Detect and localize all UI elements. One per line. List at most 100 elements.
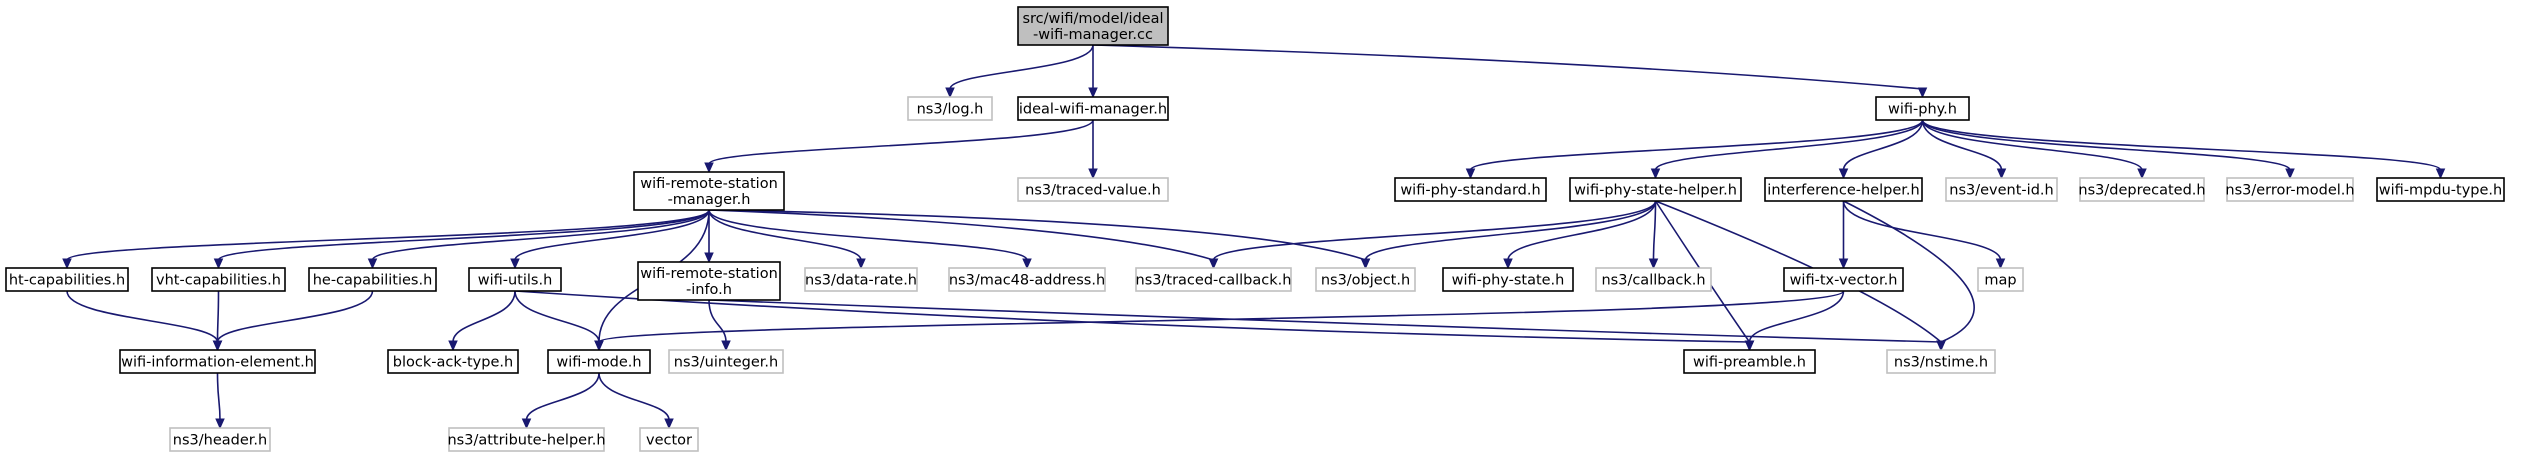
edge-phy-state-helper-to-object [1364, 200, 1657, 261]
node-label: -wifi-manager.cc [1033, 27, 1153, 43]
node-label: ns3/header.h [173, 433, 267, 449]
node-vht-cap[interactable]: vht-capabilities.h [151, 267, 286, 292]
node-box [1875, 96, 1970, 121]
node-data-rate: ns3/data-rate.h [804, 267, 918, 292]
edge-wrsm-to-wifi-utils [514, 209, 710, 261]
edge-arrowhead [1996, 168, 2007, 180]
edge-vht-cap-to-info-element [216, 290, 220, 343]
node-box [633, 171, 785, 211]
node-label: wifi-utils.h [478, 273, 553, 289]
edge-arrowhead [510, 258, 520, 270]
node-box [1683, 349, 1816, 374]
node-box [2226, 177, 2354, 202]
node-box [1945, 177, 2058, 202]
edge-tx-vector-to-wifi-mode [598, 290, 1845, 343]
node-object: ns3/object.h [1315, 267, 1416, 292]
edge-arrowhead [594, 340, 604, 352]
edge-arrowhead [1648, 258, 1659, 270]
node-label: wifi-phy-standard.h [1400, 183, 1540, 199]
edge-arrowhead [448, 340, 458, 352]
node-box [468, 267, 562, 292]
node-label: wifi-phy.h [1888, 102, 1957, 118]
node-box [2376, 177, 2505, 202]
edge-wrsm-to-vht-cap [217, 209, 710, 261]
node-label: wifi-preamble.h [1693, 355, 1806, 371]
node-wrsm[interactable]: wifi-remote-station-manager.h [633, 171, 785, 211]
node-label: ideal-wifi-manager.h [1019, 102, 1167, 118]
edge-arrowhead [704, 252, 714, 264]
node-deprecated: ns3/deprecated.h [2078, 177, 2206, 202]
node-box [639, 427, 699, 452]
edge-arrowhead [1936, 340, 1946, 352]
node-wifi-phy[interactable]: wifi-phy.h [1875, 96, 1970, 121]
edge-arrowhead [1503, 258, 1513, 270]
edge-root-to-wifi-phy [1092, 44, 1923, 90]
node-box [387, 349, 519, 374]
edge-wrsm-to-ht-cap [66, 209, 710, 261]
node-label: ns3/attribute-helper.h [447, 433, 605, 449]
node-event-id: ns3/event-id.h [1945, 177, 2058, 202]
node-he-cap[interactable]: he-capabilities.h [308, 267, 437, 292]
edge-wifi-mode-to-vector [598, 372, 670, 421]
node-label: ns3/log.h [917, 102, 984, 118]
edge-interference-to-map [1842, 200, 2002, 261]
node-mpdu-type[interactable]: wifi-mpdu-type.h [2376, 177, 2505, 202]
edge-info-element-to-header [216, 372, 221, 421]
node-box [1569, 177, 1742, 202]
node-box [1315, 267, 1416, 292]
edge-arrowhead [213, 258, 224, 270]
edge-phy-state-helper-to-traced-cb [1212, 200, 1657, 261]
node-label: wifi-remote-station [640, 266, 778, 282]
node-header: ns3/header.h [169, 427, 271, 452]
edge-wrsm-to-he-cap [371, 209, 710, 261]
node-phy-standard[interactable]: wifi-phy-standard.h [1394, 177, 1547, 202]
edge-arrowhead [1022, 258, 1032, 270]
node-tx-vector[interactable]: wifi-tx-vector.h [1783, 267, 1904, 292]
edge-wifi-phy-to-error-model [1921, 119, 2291, 171]
edge-arrowhead [1208, 258, 1219, 270]
edge-wifi-phy-to-interference [1842, 119, 1924, 171]
node-wifi-mode[interactable]: wifi-mode.h [547, 349, 651, 374]
node-root[interactable]: src/wifi/model/ideal-wifi-manager.cc [1017, 6, 1169, 46]
node-box [1595, 267, 1712, 292]
edge-wrsm-to-data-rate [708, 209, 862, 261]
edge-wifi-mode-to-attr-helper [525, 372, 600, 421]
node-label: wifi-phy-state-helper.h [1574, 183, 1737, 199]
edge-arrowhead [367, 258, 378, 270]
node-wrs-info[interactable]: wifi-remote-station-info.h [637, 261, 781, 301]
edge-ht-cap-to-info-element [66, 290, 219, 343]
edge-arrowhead [1650, 168, 1661, 180]
edge-wifi-phy-to-phy-standard [1469, 119, 1924, 171]
node-label: map [1984, 273, 2016, 289]
node-label: wifi-remote-station [640, 176, 778, 192]
edge-arrowhead [1917, 87, 1928, 99]
edge-arrowhead [2435, 168, 2446, 180]
node-label: ns3/nstime.h [1894, 355, 1988, 371]
node-label: vector [646, 433, 692, 449]
node-phy-state[interactable]: wifi-phy-state.h [1442, 267, 1574, 292]
node-preamble[interactable]: wifi-preamble.h [1683, 349, 1816, 374]
edge-wifi-phy-to-mpdu-type [1921, 119, 2442, 171]
node-box [2079, 177, 2205, 202]
node-label: -manager.h [668, 192, 751, 208]
edge-he-cap-to-info-element [216, 290, 374, 343]
node-wifi-utils[interactable]: wifi-utils.h [468, 267, 562, 292]
node-box [1442, 267, 1574, 292]
edge-wifi-phy-to-deprecated [1921, 119, 2143, 171]
node-label: ns3/mac48-address.h [949, 273, 1105, 289]
node-label: ns3/event-id.h [1949, 183, 2053, 199]
edge-wifi-phy-to-event-id [1921, 119, 2003, 171]
node-interference[interactable]: interference-helper.h [1764, 177, 1923, 202]
node-block-ack[interactable]: block-ack-type.h [387, 349, 519, 374]
node-box [1017, 6, 1169, 46]
edge-arrowhead [2285, 168, 2295, 180]
node-label: ns3/callback.h [1601, 273, 1705, 289]
node-error-model: ns3/error-model.h [2225, 177, 2355, 202]
node-ht-cap[interactable]: ht-capabilities.h [5, 267, 129, 292]
edge-arrowhead [945, 87, 955, 99]
node-box [668, 349, 784, 374]
node-ideal-mgr[interactable]: ideal-wifi-manager.h [1017, 96, 1169, 121]
node-label: ns3/deprecated.h [2078, 183, 2205, 199]
node-phy-state-helper[interactable]: wifi-phy-state-helper.h [1569, 177, 1742, 202]
node-info-element[interactable]: wifi-information-element.h [119, 349, 316, 374]
